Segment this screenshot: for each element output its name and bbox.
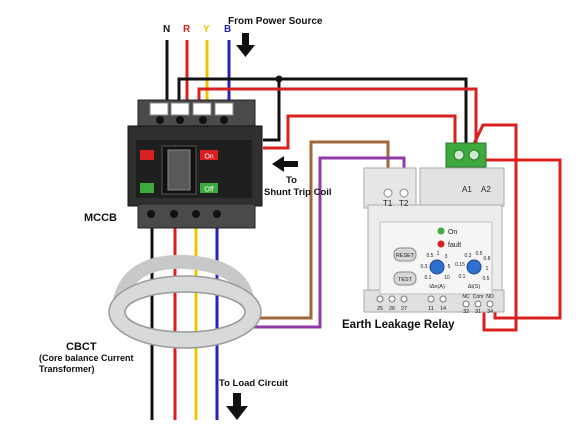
cbct-ring-outline	[108, 275, 262, 349]
relay-knob2-scale-4: 0.1	[459, 274, 466, 280]
relay-knob2-scale-0: 0.3	[465, 253, 472, 259]
mccb-toggle-lever[interactable]	[167, 149, 191, 191]
wire-red-relay-loop	[468, 123, 518, 332]
relay-knob2-scale-6: 0.5	[483, 276, 490, 282]
relay-knob1-unit: IΔn(A)	[429, 284, 445, 290]
wire-red-control	[197, 87, 478, 148]
cbct-ring	[108, 254, 262, 349]
mccb-top-terminals	[149, 102, 234, 124]
earth-leakage-relay: T1 T2 A1 A2 On fault RESET TEST 0.5 1 3 …	[363, 142, 505, 315]
relay-a1-screw	[453, 149, 465, 161]
arrow-left-shunt	[272, 156, 298, 172]
relay-term-11: 11	[428, 306, 434, 312]
relay-knob2-scale-2: 0.15	[455, 262, 465, 268]
phase-label-r: R	[183, 24, 191, 35]
arrow-down-load	[226, 393, 248, 420]
relay-knob-delay[interactable]	[466, 259, 482, 275]
phase-label-n: N	[163, 24, 170, 35]
relay-term-14: 14	[440, 306, 446, 312]
relay-knob2-scale-5: 1	[486, 266, 489, 272]
wire-black-tap	[263, 79, 281, 142]
cbct-ring-front	[109, 276, 261, 348]
relay-a2-label: A2	[481, 185, 491, 194]
relay-test-label: TEST	[398, 277, 413, 283]
label-shunt-to: To	[286, 175, 297, 186]
relay-knob2-unit: Δt(S)	[468, 284, 481, 290]
relay-term-25: 25	[377, 306, 383, 312]
relay-led-on-label: On	[448, 229, 457, 236]
relay-led-on	[437, 227, 445, 235]
mccb-bottom-terminals	[147, 210, 221, 218]
label-cbct: CBCT	[66, 341, 97, 353]
relay-knob1-scale-4: 5	[448, 264, 451, 270]
relay-knob1-scale-0: 0.5	[427, 253, 434, 259]
junction-dot	[275, 75, 283, 83]
relay-term-26: 26	[389, 306, 395, 312]
relay-led-fault-label: fault	[448, 242, 461, 249]
relay-bottom-terminals	[376, 295, 494, 308]
relay-knob1-scale-3: 0.3	[421, 264, 428, 270]
relay-t2-label: T2	[399, 199, 409, 208]
label-from-power-source: From Power Source	[228, 16, 323, 27]
label-to-load-circuit: To Load Circuit	[219, 378, 289, 389]
relay-green-terminal-block	[445, 142, 487, 168]
relay-t1-label: T1	[383, 199, 393, 208]
relay-knob1-scale-1: 1	[437, 251, 440, 257]
relay-term-31: 31	[475, 309, 481, 315]
relay-reset-label: RESET	[396, 253, 415, 259]
relay-knob2-scale-3: 0.8	[484, 256, 491, 262]
relay-term-com: Com	[473, 294, 484, 300]
cbct-ring-inner	[124, 291, 246, 333]
relay-a2-screw	[468, 149, 480, 161]
mccb-on-label: On	[204, 154, 213, 161]
relay-a1-label: A1	[462, 185, 472, 194]
relay-reset-button[interactable]	[393, 247, 417, 262]
mccb: On Off	[127, 99, 263, 229]
relay-led-fault	[437, 240, 445, 248]
label-shunt-trip-coil: Shunt Trip Coil	[264, 187, 332, 198]
relay-knob1-scale-6: 10	[444, 275, 450, 281]
mccb-on-indicator	[200, 150, 218, 160]
label-cbct-line1: (Core balance Current	[39, 353, 134, 363]
relay-term-34: 34	[487, 309, 493, 315]
mccb-green-button[interactable]	[140, 183, 154, 193]
label-mccb: MCCB	[84, 212, 117, 224]
relay-t2-terminal	[399, 188, 409, 198]
label-cbct-line2: Transformer)	[39, 364, 95, 374]
relay-knob1-scale-2: 3	[445, 254, 448, 260]
mccb-off-label: Off	[204, 187, 213, 194]
mccb-off-indicator	[200, 183, 218, 193]
wire-red-shunt	[263, 114, 457, 150]
phase-label-b: B	[224, 24, 231, 35]
relay-term-27: 27	[401, 306, 407, 312]
relay-term-32: 32	[463, 309, 469, 315]
relay-knob1-scale-5: 0.1	[425, 275, 432, 281]
relay-knob-sensitivity[interactable]	[429, 259, 445, 275]
relay-knob2-scale-1: 0.5	[476, 251, 483, 257]
cbct-ring-back	[113, 254, 255, 306]
relay-term-no: NO	[486, 294, 494, 300]
relay-term-nc: NC	[462, 294, 470, 300]
arrow-down-top	[236, 33, 255, 57]
relay-test-button[interactable]	[393, 271, 417, 286]
label-earth-leakage-relay: Earth Leakage Relay	[342, 319, 455, 331]
relay-t1-terminal	[383, 188, 393, 198]
wire-black-control	[177, 77, 468, 148]
mccb-red-button[interactable]	[140, 150, 154, 160]
phase-label-y: Y	[203, 24, 210, 35]
